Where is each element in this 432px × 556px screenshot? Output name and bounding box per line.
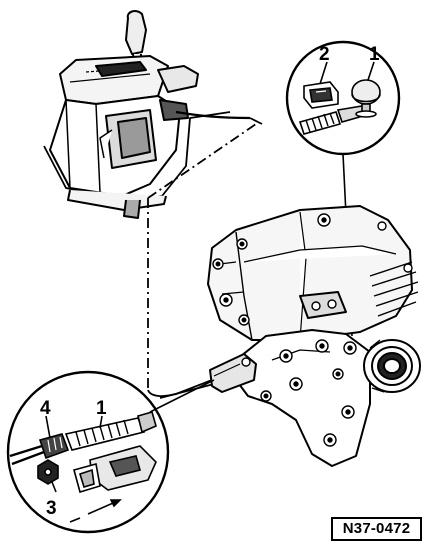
figure-reference-box: N37-0472 (331, 517, 422, 541)
cable-routing (147, 117, 263, 399)
callout-bottom-3: 3 (46, 498, 57, 519)
transmission-housing (207, 205, 421, 467)
figure-reference-id: N37-0472 (342, 520, 411, 537)
callout-top-2: 2 (319, 44, 330, 65)
callout-bottom-4: 4 (40, 398, 51, 419)
callout-bottom-1: 1 (96, 398, 107, 419)
callout-top-1: 1 (369, 44, 380, 65)
selector-lever-assembly (43, 10, 251, 219)
detail-circle-bottom: 4 1 3 (6, 370, 215, 534)
detail-circle-top: 2 1 (285, 40, 401, 337)
